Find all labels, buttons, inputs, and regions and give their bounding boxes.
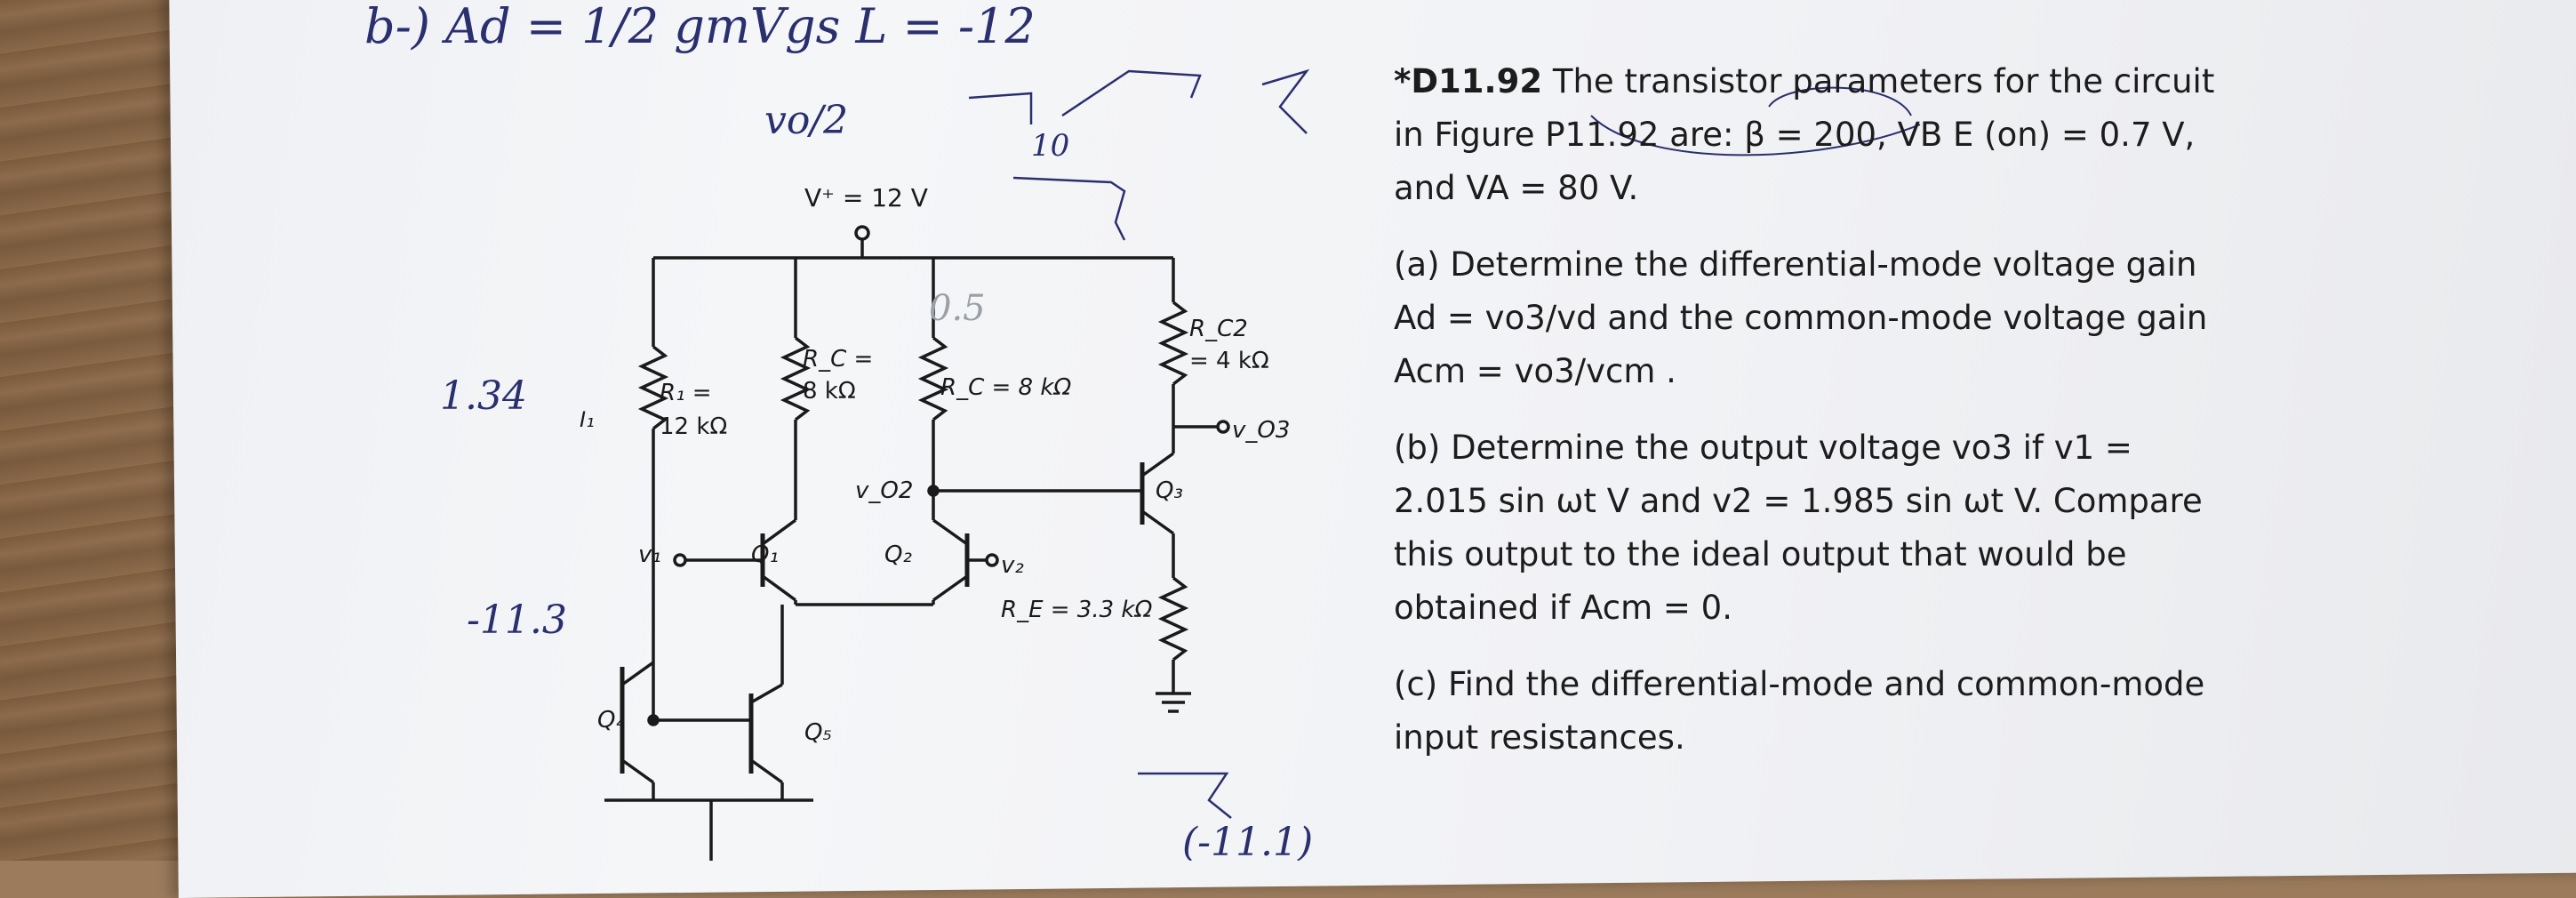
problem-intro: *D11.92 The transistor parameters for th… [1394, 55, 2336, 215]
r1-label: R₁ = [660, 380, 712, 406]
re-label: R_E = 3.3 kΩ [1001, 597, 1152, 623]
part-b-line-3: this output to the ideal output that wou… [1394, 535, 2127, 573]
handwritten-bottom: (-11.1) [1182, 820, 1313, 861]
rc-left-value: 8 kΩ [803, 378, 856, 405]
part-b-line-4: obtained if Acm = 0. [1394, 589, 1732, 627]
q4-label: Q₄ [597, 707, 625, 734]
part-b: (b) Determine the output voltage vo3 if … [1394, 421, 2336, 635]
problem-statement: *D11.92 The transistor parameters for th… [1394, 55, 2336, 788]
part-c-line-1: Find the differential-mode and common-mo… [1447, 665, 2205, 703]
rc-left-label: R_C = [803, 346, 873, 373]
part-b-line-1: Determine the output voltage vo3 if v1 = [1451, 429, 2132, 467]
supply-node [854, 225, 870, 241]
intro-line-2: in Figure P11.92 are: β = 200, VB E (on)… [1394, 116, 2196, 154]
rc2-resistor [1157, 301, 1189, 386]
part-b-line-2: 2.015 sin ωt V and v2 = 1.985 sin ωt V. … [1394, 482, 2203, 520]
handwritten-equation: b-) Ad = 1/2 gmVgs L = -12 [364, 0, 1036, 54]
q5-label: Q₅ [804, 719, 832, 746]
handwritten-ten: 10 [1031, 128, 1069, 164]
re-resistor [1157, 576, 1189, 661]
rc-left-resistor [780, 336, 812, 421]
part-a: (a) Determine the differential-mode volt… [1394, 238, 2336, 398]
v2-label: v₂ [1001, 552, 1024, 579]
part-c-line-2: input resistances. [1394, 718, 1685, 757]
part-c: (c) Find the differential-mode and commo… [1394, 658, 2336, 765]
part-a-line-2: Ad = vo3/vd and the common-mode voltage … [1394, 299, 2208, 337]
problem-id: *D11.92 [1394, 62, 1543, 100]
part-a-line-1: Determine the differential-mode voltage … [1450, 245, 2197, 284]
intro-line-1: The transistor parameters for the circui… [1552, 62, 2215, 100]
q1-label: Q₁ [751, 541, 779, 568]
rc2-label: R_C2 [1189, 316, 1248, 342]
part-b-label: (b) [1394, 429, 1441, 467]
part-c-label: (c) [1394, 665, 1438, 703]
supply-label: V⁺ = 12 V [804, 183, 928, 212]
faint-note: 0.5 [929, 288, 986, 329]
rc2-value: = 4 kΩ [1189, 348, 1269, 374]
vo2-label: v_O2 [855, 477, 913, 504]
q2-label: Q₂ [884, 541, 912, 568]
r1-resistor [637, 345, 669, 430]
handwritten-scribbles [968, 68, 1921, 819]
handwritten-current: 1.34 [440, 373, 527, 419]
intro-line-3: and VA = 80 V. [1394, 169, 1639, 207]
i1-label: I₁ [580, 407, 595, 432]
vo3-label: v_O3 [1232, 417, 1290, 444]
v1-label: v₁ [638, 541, 661, 568]
handwritten-vo12: vo/2 [764, 98, 848, 143]
rc-right-label: R_C = 8 kΩ [940, 374, 1071, 401]
q3-label: Q₃ [1156, 477, 1183, 504]
rc-right-resistor [917, 336, 949, 421]
part-a-line-3: Acm = vo3/vcm . [1394, 352, 1676, 390]
handwritten-minus: -11.3 [467, 597, 567, 643]
circuit-diagram: V⁺ = 12 V R₁ = 12 kΩ I₁ R_C = 8 kΩ R_C =… [364, 0, 1921, 861]
r1-value: 12 kΩ [660, 413, 727, 440]
part-a-label: (a) [1394, 245, 1440, 284]
